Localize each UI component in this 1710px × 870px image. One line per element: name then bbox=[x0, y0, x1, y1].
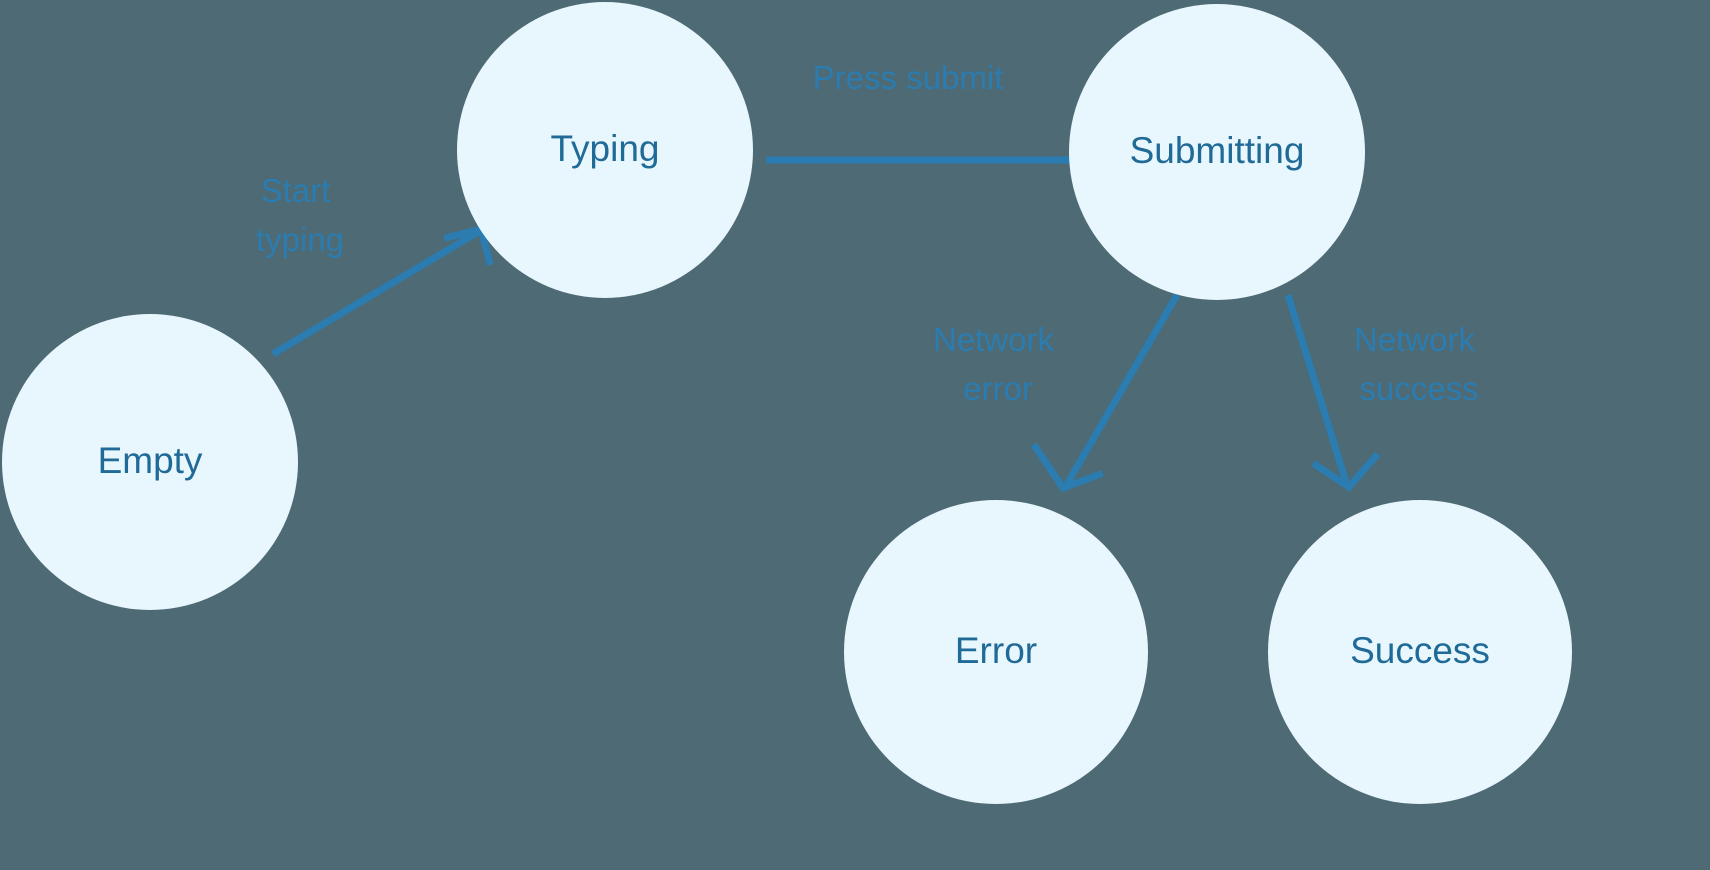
edge-line-submitting-to-success bbox=[1284, 293, 1350, 484]
edge-line-submitting-to-error bbox=[1063, 293, 1181, 486]
node-label-submitting: Submitting bbox=[1130, 130, 1305, 171]
edge-label-line: error bbox=[963, 370, 1033, 407]
edge-line-empty-to-typing bbox=[271, 228, 480, 358]
node-circle-submitting bbox=[1069, 4, 1365, 300]
arrowhead-submitting-to-error bbox=[1030, 442, 1104, 493]
edge-label-line: typing bbox=[256, 221, 344, 258]
node-circle-empty bbox=[2, 314, 298, 610]
node-label-error: Error bbox=[955, 630, 1037, 671]
edge-label-typing-to-submitting: Press submit bbox=[813, 59, 1004, 96]
edge-label-line: Network bbox=[1354, 321, 1476, 358]
arrowhead-submitting-to-success bbox=[1311, 451, 1381, 492]
node-label-typing: Typing bbox=[550, 128, 659, 169]
node-success[interactable]: Success bbox=[1268, 500, 1572, 804]
edge-typing-to-submitting[interactable]: Press submit bbox=[766, 59, 1150, 198]
edge-label-submitting-to-success: Network success bbox=[1354, 321, 1484, 407]
node-typing[interactable]: Typing bbox=[457, 2, 753, 298]
edge-label-line: Press submit bbox=[813, 59, 1004, 96]
edge-empty-to-typing[interactable]: Start typing bbox=[256, 172, 494, 358]
edge-label-line: success bbox=[1359, 370, 1478, 407]
edge-label-line: Network bbox=[933, 321, 1055, 358]
node-submitting[interactable]: Submitting bbox=[1069, 4, 1365, 300]
edge-submitting-to-success[interactable]: Network success bbox=[1284, 293, 1484, 492]
node-label-empty: Empty bbox=[98, 440, 203, 481]
edge-label-submitting-to-error: Network error bbox=[933, 321, 1063, 407]
edge-submitting-to-error[interactable]: Network error bbox=[933, 293, 1181, 493]
node-empty[interactable]: Empty bbox=[2, 314, 298, 610]
node-circle-error bbox=[844, 500, 1148, 804]
edge-label-line: Start bbox=[261, 172, 331, 209]
node-label-success: Success bbox=[1350, 630, 1490, 671]
node-circle-success bbox=[1268, 500, 1572, 804]
node-error[interactable]: Error bbox=[844, 500, 1148, 804]
node-circle-typing bbox=[457, 2, 753, 298]
edge-label-empty-to-typing: Start typing bbox=[256, 172, 344, 258]
